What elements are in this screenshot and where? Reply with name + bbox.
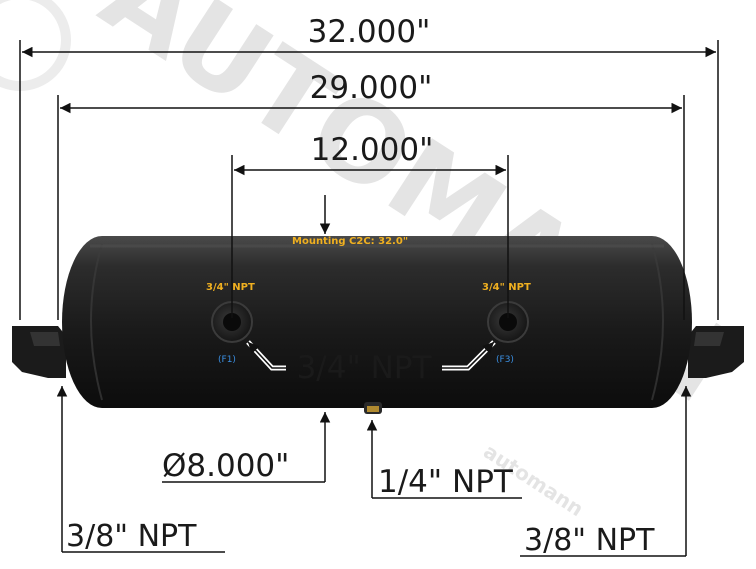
end-port-right-text: 3/8" NPT (524, 523, 655, 558)
drain-port-text: 1/4" NPT (378, 464, 514, 500)
port-left (211, 301, 253, 343)
right-bracket (688, 326, 744, 378)
side-port-callout (246, 340, 496, 371)
mounting-length-text: 29.000" (310, 70, 433, 106)
port-right-tag: (F3) (496, 355, 514, 365)
port-right-label: 3/4" NPT (482, 282, 531, 293)
left-bracket (12, 326, 66, 378)
diameter-text: Ø8.000" (162, 448, 289, 484)
tank-body (62, 236, 692, 408)
extension-lines (19, 40, 719, 320)
port-left-tag: (F1) (218, 355, 236, 365)
port-left-label: 3/4" NPT (206, 282, 255, 293)
drain-fitting (364, 402, 382, 414)
port-spacing-text: 12.000" (311, 132, 434, 168)
side-ports-text: 3/4" NPT (297, 350, 433, 386)
end-port-left-text: 3/8" NPT (66, 519, 197, 554)
mounting-label: Mounting C2C: 32.0" (292, 236, 408, 247)
overall-length-text: 32.000" (308, 14, 431, 50)
watermark-logo-ring (0, 0, 71, 91)
